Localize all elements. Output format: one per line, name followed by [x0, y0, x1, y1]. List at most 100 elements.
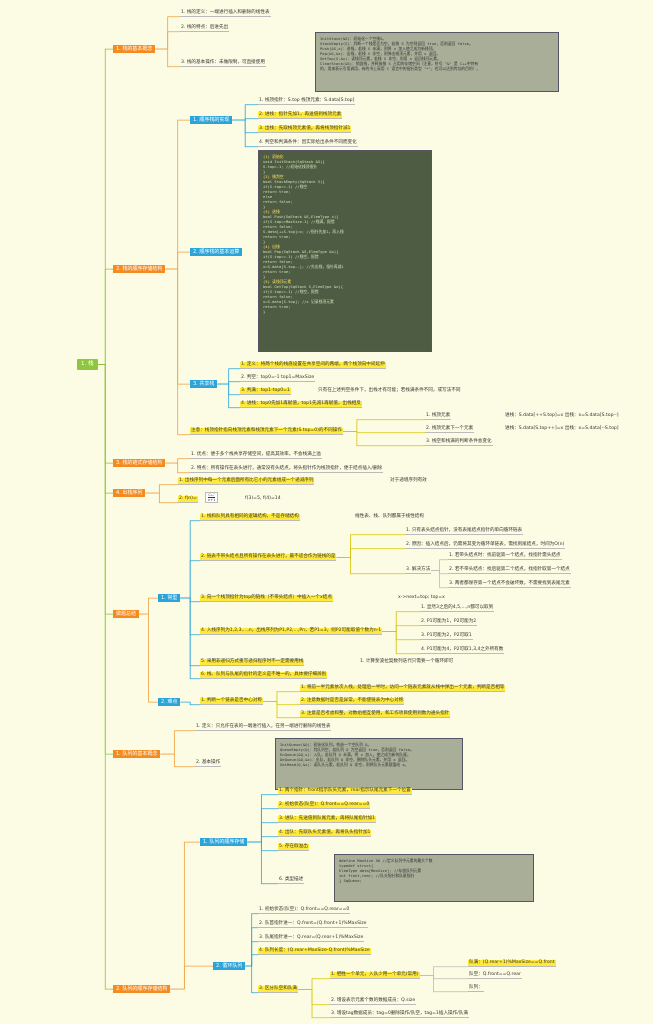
connector — [165, 458, 190, 464]
b7code-line: } SqQueue; — [339, 878, 362, 883]
b2code-line: else — [263, 194, 273, 199]
connector — [170, 841, 200, 990]
stack-operations: 3. 栈的基本操作：未做限制，可直接使用 — [180, 60, 266, 68]
connector — [298, 989, 330, 1019]
node-stack-linked[interactable]: 3. 栈的链式存储结构 — [113, 459, 166, 468]
pop-note-1: 对于递增序列有效 — [390, 478, 427, 483]
shared-item-4: 4. 进栈：top0先加1再赋值，top1先减1再赋值，出栈相反 — [240, 401, 362, 409]
b2code-line: return false; — [263, 224, 293, 229]
connector — [232, 119, 258, 148]
b1ops-line: ClearStack(&S)：销毁栈，并释放栈 S 占用的存储空间（注意，符号 … — [320, 61, 479, 66]
b2code-line: bool Pop(SqStack &S,ElemType &x){ — [263, 249, 339, 254]
connector — [419, 975, 468, 993]
b2code-line: } — [263, 169, 266, 174]
connector — [139, 613, 158, 703]
connector — [247, 794, 278, 843]
circ-5: 3. 区分队空和队满 — [258, 986, 299, 994]
b2code-line: x=S.data[S.top--]; //先出栈，指针再减1 — [263, 264, 344, 269]
node-queue-sequential[interactable]: 2. 队列的顺序存储结构 — [113, 985, 171, 994]
common-2: 2. 链表不带头结点且所有操作在表头进行，最不适合作为链栈的是 — [200, 554, 337, 562]
b2code-line: if(S.top==-1) //栈空，报错 — [263, 289, 319, 294]
connector — [298, 978, 330, 991]
hard-3: 3. 注意是否考虑和整，对数组相互使用，和工作项目使用到数为通头指针 — [300, 711, 451, 719]
connector — [419, 975, 468, 980]
b2code-line: return false; — [263, 259, 293, 264]
common-4-sub-4: 4. P1可能为4，P2可取1,3,4之外所有数 — [420, 647, 505, 655]
stack-feature: 2. 栈的特点：后进先出 — [180, 25, 230, 33]
b2code-line: if(S.top==-1) //栈空，报错 — [263, 254, 319, 259]
connector — [232, 104, 258, 121]
pop-item-2: 2. f(n)= — [178, 496, 198, 504]
shared-note: 只有在上述判空条件下，出栈才有可能；若栈满条件不同，或写法不同 — [318, 388, 461, 393]
circ-sub-2: 2. 增设表示元素个数的数据成员：Q.size — [330, 998, 417, 1006]
circ-3: 3. 队尾指针进一：Q.rear=(Q.rear+1)%MaxSize — [258, 935, 365, 943]
b1ops-line: Pop(&S,&x)：出栈，若栈 S 非空，则弹出栈顶元素，并用 x 返回。 — [320, 51, 441, 56]
qseq-6: 6. 类型描述 — [278, 877, 305, 885]
solution-3: 3. 两者都保存第一个结点不会破坏数，不需要找到表尾元素 — [448, 581, 571, 589]
notice-item-2: 2. 栈顶元素下一个元素 — [425, 426, 475, 434]
shared-item-3: 3. 判满：top1-top0=1 — [240, 388, 291, 396]
node-stack-sequential[interactable]: 2. 栈的顺序存储结构 — [113, 265, 166, 274]
connector — [382, 611, 420, 633]
circ-empty: 队空：Q.front==Q.rear — [468, 972, 522, 980]
notice-item-1: 1. 栈顶元素 — [425, 413, 452, 421]
hard-head: 1. 判断一个链表是否中心对称 — [200, 698, 263, 706]
stack-definition: 1. 栈的定义：一端进行插入和删除的线性表 — [180, 10, 271, 18]
root-node[interactable]: 1. 栈 — [77, 359, 98, 370]
circ-1: 1. 初始状态(队空)：Q.front==Q.rear==0 — [258, 907, 351, 915]
node-exercise-summary[interactable]: 做题总结 — [113, 610, 140, 619]
node-queue-basics[interactable]: 1. 队列的基本概念 — [113, 750, 161, 759]
node-stack-basics[interactable]: 1. 栈的基本概念 — [113, 45, 156, 54]
node-circular-queue[interactable]: 2. 循环队列 — [213, 962, 246, 971]
node-queue-seq-storage[interactable]: 1. 队列的顺序存储 — [200, 838, 248, 847]
b2code-line: (2) 栈判空 — [263, 174, 284, 179]
connector — [336, 534, 405, 559]
connector — [160, 730, 195, 755]
b2code-line: if(S.top==MaxSize-1) //栈满，报错 — [263, 219, 335, 224]
common-4-sub-1: 1. 显然3之后的4,5,...,n都可以取到 — [420, 605, 495, 613]
circ-sub-3: 3. 增设tag数据成员：tag=0删除操作/队空，tag=1插入操作/队满 — [330, 1011, 469, 1019]
common-2-sub-2: 2. 原因：插入结点后，仍需将其变为循环单链表，需找到尾结点，时间为O(n) — [405, 542, 566, 550]
b2code-line: (3) 进栈 — [263, 209, 280, 214]
node-common[interactable]: 1. 常型 — [158, 594, 181, 603]
queue-operations-image: InitQueue(&Q)：初始化队列，构造一个空队列 Q。QueueEmpty… — [275, 738, 463, 790]
seq-item-3: 3. 出栈：先取栈顶元素值，再将栈顶指针减1 — [258, 126, 352, 134]
node-seq-stack-impl[interactable]: 1. 顺序栈的实现 — [190, 116, 233, 125]
b7code-line: ElemType data[MaxSize]; //存放队列元素 — [339, 868, 422, 873]
hard-2: 2. 注意数据时是否是异常，不能使链表为中心对称 — [300, 698, 405, 706]
connector — [262, 701, 300, 706]
pop-note-2: f(3)=5, f(4)=14 — [245, 496, 281, 501]
b1ops-line: StackEmpty(S)：判断一个栈是否为空，若栈 S 为空则返回 true，… — [320, 41, 473, 46]
qseq-1: 1. 两个指针：front指示队头元素，rear指示队尾元素下一个位置 — [278, 788, 412, 796]
node-hard[interactable]: 2. 难点 — [158, 698, 181, 707]
connector — [336, 557, 405, 575]
connector — [165, 119, 190, 270]
b2code-line: S.data[++S.top]=x; //指针先加1，再入栈 — [263, 229, 344, 234]
connector — [419, 966, 468, 977]
b6ops-line: InitQueue(&Q)：初始化队列，构造一个空队列 Q。 — [280, 742, 372, 747]
notice-node[interactable]: 注意：栈顶指针指向栈顶元素和栈顶元素下一个元素(S.top=0)的不同操作 — [190, 428, 343, 436]
node-shared-stack[interactable]: 3. 共享栈 — [190, 380, 218, 389]
b2code-line: S.top=-1; //初始化栈顶指针 — [263, 164, 318, 169]
connector — [180, 701, 200, 706]
b2code-line: return true; — [263, 234, 291, 239]
solution-1: 1. 若带头结点时：找前驱第一个结点，找指针需头结点 — [448, 553, 562, 561]
common-3-note: x->next=top; top=x — [398, 595, 445, 600]
node-seq-stack-ops[interactable]: 2. 顺序栈的基本运算 — [190, 248, 243, 257]
node-pop-sequence[interactable]: 4. 出栈序列 — [113, 489, 146, 498]
connector — [165, 462, 190, 474]
connector — [160, 753, 195, 768]
solution-2: 2. 若不带头结点：找后驱第二个结点，找指针取第一个结点 — [448, 567, 571, 575]
connector — [431, 570, 448, 589]
common-6: 6. 栈、队列与队尾的指针的定义是不唯一的，具体要仔细辨别 — [200, 672, 328, 680]
connector — [247, 841, 278, 852]
b6ops-line: DeQueue(&Q,&x)：出队，若队列 Q 非空，删除队头元素，并用 x 返… — [280, 757, 410, 762]
b2code-line: return true; — [263, 304, 291, 309]
b2code-line: return true; — [263, 269, 291, 274]
connector — [342, 419, 425, 433]
common-3: 3. 向一个栈顶指针为top的链栈（不带头结点）中插入一个x结点 — [200, 595, 333, 603]
linked-item-2: 2. 特点：所有操作在表头进行，通常没有头结点，将头指针作为栈顶指针，便于结点插… — [190, 466, 384, 474]
connector — [97, 364, 113, 990]
common-2-sub-1: 1. 只有表头结点指针，没有表尾结点指针的单向循环链表 — [405, 528, 524, 536]
